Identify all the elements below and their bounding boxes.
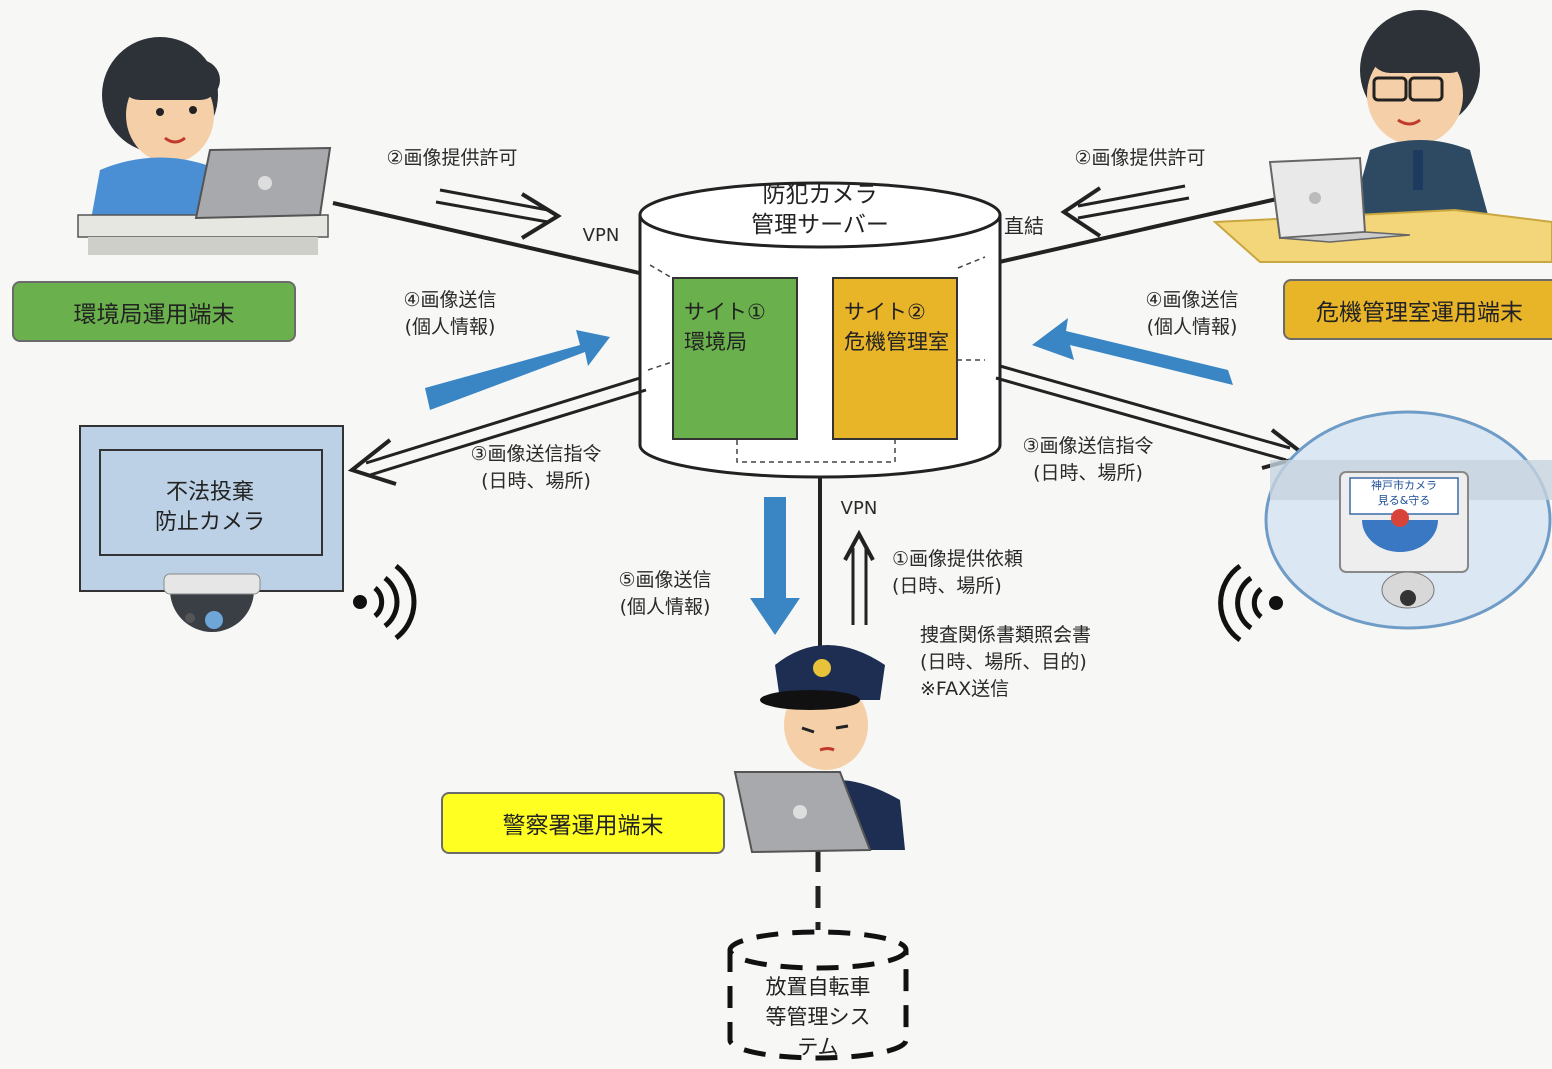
double-arrow-permit-left xyxy=(435,188,562,240)
vpn-line-environment xyxy=(332,201,671,282)
police-terminal-label: 警察署運用端末 xyxy=(441,792,725,854)
permit-label-right: ②画像提供許可 xyxy=(1074,147,1206,169)
site-crisis-box: サイト② 危機管理室 xyxy=(832,277,958,440)
site-environment-box: サイト① 環境局 xyxy=(672,277,798,440)
environment-terminal-label: 環境局運用端末 xyxy=(12,281,296,342)
double-arrow-request-up xyxy=(843,529,875,625)
server-title: 防犯カメラ 管理サーバー xyxy=(751,182,889,238)
send-label-right: ④画像送信 (個人情報) xyxy=(1145,289,1239,338)
send-label-police: ⑤画像送信 (個人情報) xyxy=(618,569,712,618)
direct-label: 直結 xyxy=(1004,214,1044,238)
permit-label-left: ②画像提供許可 xyxy=(386,147,518,169)
blue-arrow-send-police xyxy=(750,497,800,635)
wireless-signal-right-icon xyxy=(1218,563,1283,643)
laptop-environment-icon xyxy=(194,146,332,220)
bicycle-system-label: 放置自転車 等管理シス テム xyxy=(765,975,871,1059)
blue-arrow-send-left xyxy=(425,330,610,410)
blue-arrow-send-right xyxy=(1032,318,1233,385)
person-environment-icon xyxy=(77,37,329,255)
direct-line-crisis xyxy=(954,194,1291,274)
kobe-camera-sign: 神戸市カメラ 見る&守る xyxy=(1371,479,1437,507)
documents-label: 捜査関係書類照会書 (日時、場所、目的) ※FAX送信 xyxy=(920,624,1092,700)
wireless-signal-left-icon xyxy=(353,564,417,640)
bicycle-system-cylinder xyxy=(727,929,909,1061)
command-label-left: ③画像送信指令 (日時、場所) xyxy=(470,443,602,492)
send-label-left: ④画像送信 (個人情報) xyxy=(403,289,497,338)
laptop-crisis-icon xyxy=(1268,156,1411,243)
vpn-label-left: VPN xyxy=(582,225,620,246)
illegal-dumping-camera-label: 不法投棄 防止カメラ xyxy=(154,480,265,535)
dome-camera-icon xyxy=(163,573,261,632)
double-arrow-command-left xyxy=(347,376,647,486)
command-label-right: ③画像送信指令 (日時、場所) xyxy=(1022,435,1154,484)
laptop-police-icon xyxy=(733,771,872,854)
double-arrow-permit-right xyxy=(1060,184,1190,238)
crisis-terminal-label: 危機管理室運用端末 xyxy=(1283,279,1552,340)
kobe-camera-bubble xyxy=(1264,410,1552,630)
person-crisis-icon xyxy=(1212,10,1552,263)
vpn-label-bottom: VPN xyxy=(840,498,878,519)
request-label: ①画像提供依頼 (日時、場所) xyxy=(892,548,1024,597)
